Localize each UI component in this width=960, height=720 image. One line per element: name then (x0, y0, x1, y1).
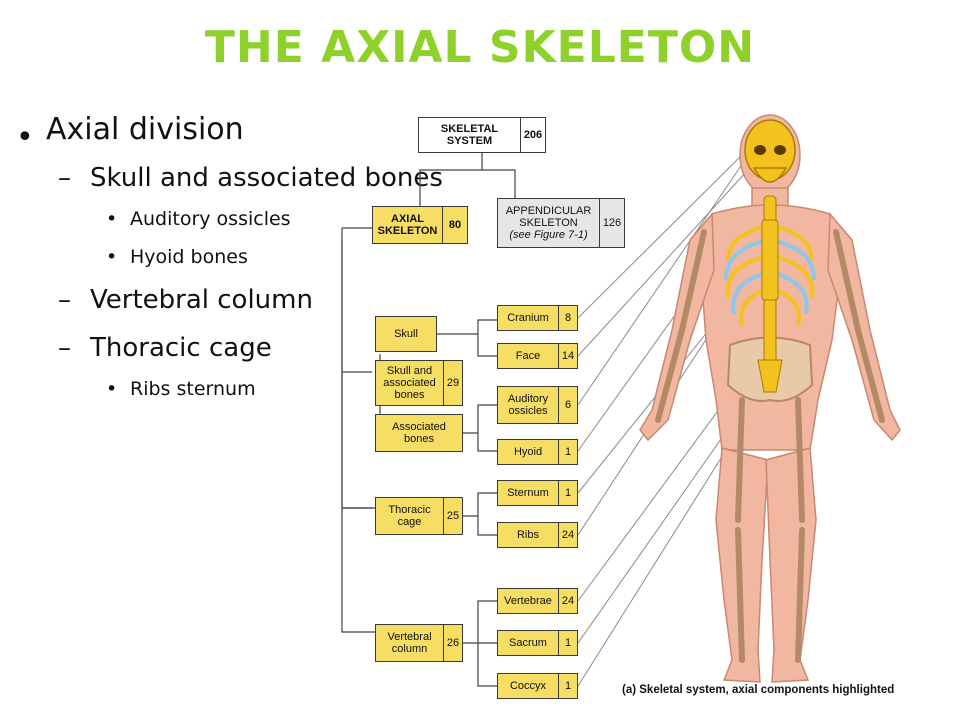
skeletal-system-box: SKELETAL SYSTEM 206 (418, 117, 546, 153)
box-count: 1 (558, 674, 577, 698)
box-label: SKELETAL SYSTEM (440, 122, 499, 147)
bullet-ribs: Ribs sternum (130, 378, 256, 400)
bullet-dot: • (106, 378, 118, 400)
bullet-dot: • (106, 246, 118, 268)
box-label: Vertebrae (504, 594, 552, 607)
box-label: Thoracic cage (388, 503, 431, 528)
box-label: Skull and associated bones (383, 364, 436, 402)
face-box: Face 14 (497, 343, 578, 369)
appendicular-label: APPENDICULAR SKELETON (505, 204, 592, 229)
box-count: 6 (558, 387, 577, 423)
box-label: Sacrum (509, 636, 547, 649)
vertebral-column-box: Vertebral column 26 (375, 624, 463, 662)
box-label: Face (515, 349, 541, 362)
axial-skeleton-box: AXIAL SKELETON 80 (372, 206, 468, 244)
dash-marker: – (58, 333, 71, 363)
box-label: Associated bones (392, 420, 446, 445)
box-count: 29 (443, 361, 462, 405)
box-label: Ribs (516, 528, 539, 541)
box-label: Hyoid (513, 445, 543, 458)
ribs-box: Ribs 24 (497, 522, 578, 548)
box-label: Coccyx (509, 679, 547, 692)
box-count: 25 (443, 498, 462, 534)
sternum-box: Sternum 1 (497, 480, 578, 506)
box-label: Vertebral column (387, 630, 432, 655)
box-count: 1 (558, 440, 577, 464)
figure-caption: (a) Skeletal system, axial components hi… (622, 684, 895, 696)
bullet-axial-division: Axial division (46, 112, 244, 147)
box-count: 8 (558, 306, 577, 330)
bullet-skull: Skull and associated bones (90, 163, 443, 193)
page-title: THE AXIAL SKELETON (204, 22, 756, 73)
bullet-dot: • (16, 120, 34, 155)
vertebrae-box: Vertebrae 24 (497, 588, 578, 614)
dash-marker: – (58, 163, 71, 193)
box-label: AXIAL SKELETON (377, 212, 438, 237)
appendicular-note: (see Figure 7-1) (509, 229, 588, 242)
box-count: 1 (558, 631, 577, 655)
bullet-dot: • (106, 208, 118, 230)
box-count: 1 (558, 481, 577, 505)
box-count: 126 (599, 199, 624, 247)
bullet-thoracic: Thoracic cage (90, 333, 272, 363)
box-count: 24 (558, 523, 577, 547)
limb-bones (655, 229, 885, 663)
bullet-auditory: Auditory ossicles (130, 208, 291, 230)
thoracic-cage-box: Thoracic cage 25 (375, 497, 463, 535)
box-count: 80 (442, 207, 467, 243)
bullet-vertebral: Vertebral column (90, 285, 313, 315)
cranium-box: Cranium 8 (497, 305, 578, 331)
coccyx-box: Coccyx 1 (497, 673, 578, 699)
skull-box: Skull (375, 316, 437, 352)
box-label: APPENDICULAR SKELETON (see Figure 7-1) (498, 199, 599, 247)
assoc-bones-box: Associated bones (375, 414, 463, 452)
box-label: Skull (394, 327, 418, 340)
skull-highlight (744, 119, 796, 183)
box-count: 26 (443, 625, 462, 661)
box-label: Cranium (507, 311, 549, 324)
skull-assoc-box: Skull and associated bones 29 (375, 360, 463, 406)
spine-highlight (757, 195, 783, 393)
hyoid-box: Hyoid 1 (497, 439, 578, 465)
dash-marker: – (58, 285, 71, 315)
box-count: 24 (558, 589, 577, 613)
box-label: Sternum (507, 486, 549, 499)
appendicular-skeleton-box: APPENDICULAR SKELETON (see Figure 7-1) 1… (497, 198, 625, 248)
skull-eyes (754, 145, 786, 155)
box-label: Auditory ossicles (507, 392, 549, 417)
auditory-ossicles-box: Auditory ossicles 6 (497, 386, 578, 424)
box-count: 14 (558, 344, 577, 368)
sacrum-box: Sacrum 1 (497, 630, 578, 656)
bullet-hyoid: Hyoid bones (130, 246, 248, 268)
box-count: 206 (520, 118, 545, 152)
